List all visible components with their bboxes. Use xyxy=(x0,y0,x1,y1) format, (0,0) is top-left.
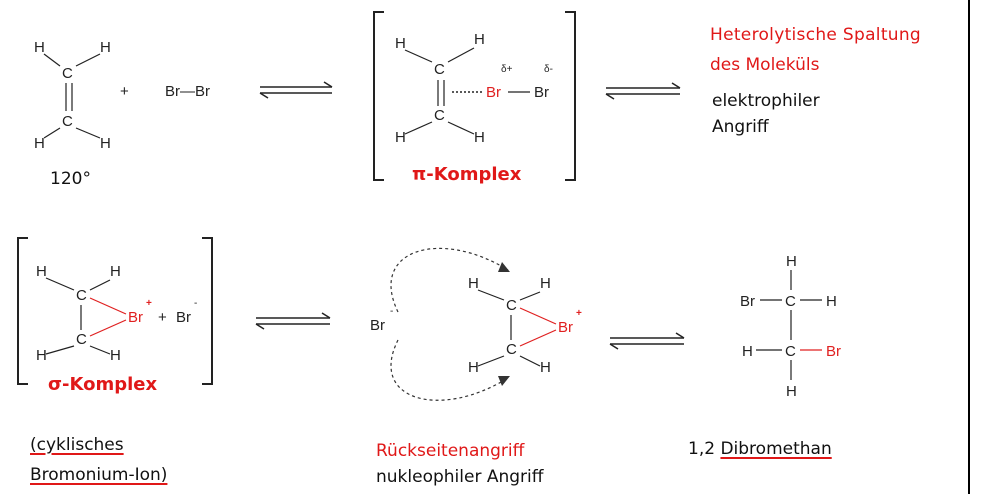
atom-h: H xyxy=(110,347,121,364)
atom-h: H xyxy=(468,275,479,292)
bond-angle-label: 120° xyxy=(50,169,91,189)
heterolysis-label-line-1: Heterolytische Spaltung xyxy=(710,25,922,45)
bromine-molecule: Br—Br xyxy=(165,83,210,100)
atom-c: C xyxy=(785,293,796,310)
sigma-complex-bracket xyxy=(17,237,213,385)
heterolysis-label-line-2: des Moleküls xyxy=(710,55,820,75)
bond xyxy=(447,121,475,135)
pi-complex-molecule: H H C C H H Br δ+ Br δ- xyxy=(395,31,553,146)
positive-charge: + xyxy=(576,308,582,319)
atom-h: H xyxy=(474,129,485,146)
bond xyxy=(477,289,505,301)
electrophilic-attack-line-2: Angriff xyxy=(712,117,769,137)
atom-c: C xyxy=(76,287,87,304)
delta-plus-charge: δ+ xyxy=(501,64,513,75)
atom-h: H xyxy=(468,359,479,376)
equilibrium-arrow xyxy=(259,81,333,99)
equilibrium-arrow xyxy=(605,82,681,100)
plus-sign: + xyxy=(158,309,167,326)
product-name: Dibromethan xyxy=(720,439,832,459)
atom-h: H xyxy=(540,359,551,376)
atom-h: H xyxy=(395,35,406,52)
atom-h: H xyxy=(34,135,45,152)
atom-h: H xyxy=(540,275,551,292)
atom-c: C xyxy=(434,107,445,124)
atom-c: C xyxy=(506,297,517,314)
bond xyxy=(519,291,541,301)
atom-br: Br xyxy=(128,309,143,326)
pi-complex-bracket xyxy=(373,11,576,181)
arrow-head xyxy=(498,376,510,386)
backside-attack-label: Rückseitenangriff xyxy=(376,441,525,461)
bond xyxy=(447,47,475,63)
bond xyxy=(89,345,111,355)
product-prefix: 1,2 xyxy=(688,439,721,459)
atom-h: H xyxy=(474,31,485,48)
sigma-complex-molecule: H H C C H H Br + + Br - xyxy=(36,263,197,364)
ethene-molecule: H H C C H H xyxy=(34,39,111,152)
atom-h: H xyxy=(36,347,47,364)
atom-h: H xyxy=(110,263,121,280)
atom-c: C xyxy=(76,331,87,348)
product-name-label: 1,2 Dibromethan xyxy=(688,436,832,462)
bond xyxy=(404,121,433,135)
bond xyxy=(43,127,61,139)
bond xyxy=(89,319,127,337)
plus-sign: + xyxy=(120,83,129,100)
atom-br: Br xyxy=(370,317,385,334)
cyclic-label-line-1: (cyklisches xyxy=(30,435,124,455)
delta-minus-charge: δ- xyxy=(544,64,553,75)
attack-arrow-curve xyxy=(390,339,509,401)
electrophilic-attack-line-1: elektrophiler xyxy=(712,91,820,111)
equilibrium-arrow xyxy=(255,312,331,330)
bond xyxy=(519,355,541,367)
atom-br: Br xyxy=(558,319,573,336)
bond xyxy=(43,53,61,67)
attack-arrow-curve xyxy=(390,247,509,313)
atom-br: Br xyxy=(826,343,841,360)
atom-c: C xyxy=(785,343,796,360)
atom-h: H xyxy=(395,129,406,146)
bond xyxy=(89,297,127,315)
bond xyxy=(89,279,111,291)
pi-complex-label: π-Komplex xyxy=(412,164,522,185)
nucleophilic-attack-label: nukleophiler Angriff xyxy=(376,467,544,487)
atom-h: H xyxy=(100,39,111,56)
atom-h: H xyxy=(786,253,797,270)
bond xyxy=(477,355,505,367)
atom-h: H xyxy=(100,135,111,152)
atom-h: H xyxy=(826,293,837,310)
sigma-complex-label: σ-Komplex xyxy=(48,374,158,395)
bond xyxy=(45,345,75,355)
atom-br: Br xyxy=(534,84,549,101)
atom-br: Br xyxy=(176,309,191,326)
cyclic-label-line-2: Bromonium-Ion) xyxy=(30,465,168,485)
bond xyxy=(45,277,75,291)
bond xyxy=(519,329,557,347)
atom-c: C xyxy=(506,341,517,358)
bond xyxy=(519,307,557,325)
atom-c: C xyxy=(62,65,73,82)
backside-attack-molecule: Br - H H C C H H Br + xyxy=(370,247,582,401)
bond xyxy=(404,49,433,63)
bond xyxy=(75,127,101,139)
atom-br: Br xyxy=(740,293,755,310)
negative-charge: - xyxy=(390,306,393,317)
atom-h: H xyxy=(786,383,797,400)
atom-h: H xyxy=(742,343,753,360)
bond xyxy=(75,53,101,67)
atom-br: Br xyxy=(486,84,501,101)
atom-c: C xyxy=(434,61,445,78)
dibromoethane-molecule: H Br C H H C Br H xyxy=(740,253,841,400)
positive-charge: + xyxy=(146,298,152,309)
equilibrium-arrow xyxy=(609,332,685,350)
arrow-head xyxy=(498,262,510,272)
atom-h: H xyxy=(36,263,47,280)
atom-c: C xyxy=(62,113,73,130)
atom-h: H xyxy=(34,39,45,56)
negative-charge: - xyxy=(194,298,197,309)
